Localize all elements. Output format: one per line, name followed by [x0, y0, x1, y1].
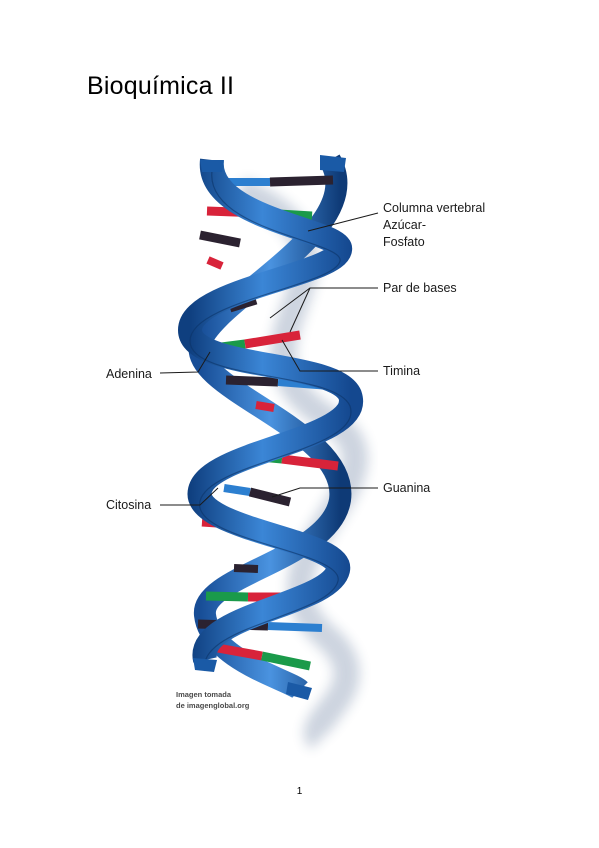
base-pair-1-thymine — [269, 175, 334, 187]
front-strand — [177, 155, 363, 700]
leader-base-pair-2 — [289, 287, 311, 333]
base-pair-15-cytosine — [267, 622, 323, 632]
leader-backbone — [307, 212, 379, 232]
base-pair-10-adenine — [281, 454, 339, 471]
base-pair-11-thymine — [248, 487, 292, 507]
label-thymine: Timina — [383, 364, 420, 378]
base-pair-7-thymine — [225, 375, 279, 387]
figure-labels: Columna vertebral Azúcar- Fosfato Par de… — [106, 201, 485, 512]
label-leaders — [159, 212, 379, 506]
leader-guanine — [271, 487, 378, 498]
base-pair-13-thymine — [233, 564, 259, 573]
label-backbone-line3: Fosfato — [383, 235, 425, 249]
base-pair-14-guanine — [205, 591, 249, 602]
label-backbone-line2: Azúcar- — [383, 218, 426, 232]
label-cytosine: Citosina — [106, 498, 151, 512]
credit-line1: Imagen tomada — [176, 690, 232, 699]
base-pair-3-thymine — [199, 230, 241, 248]
label-base-pair: Par de bases — [383, 281, 457, 295]
base-pair-11-cytosine — [223, 484, 251, 496]
label-backbone-line1: Columna vertebral — [383, 201, 485, 215]
base-pair-16-adenine — [211, 642, 263, 661]
leader-cytosine — [160, 487, 219, 506]
label-adenine: Adenina — [106, 367, 152, 381]
credit-line2: de imagenglobal.org — [176, 701, 250, 710]
label-guanine: Guanina — [383, 481, 430, 495]
page-number: 1 — [296, 786, 303, 797]
base-pair-8-adenine — [255, 401, 275, 412]
leader-adenine — [159, 351, 211, 374]
image-credit: Imagen tomada de imagenglobal.org — [176, 690, 250, 710]
base-pair-4-adenine — [206, 256, 224, 270]
base-pair-6-adenine — [244, 330, 301, 349]
base-pair-16-guanine — [261, 651, 311, 671]
leader-thymine — [281, 339, 378, 372]
page-title: Bioquímica II — [87, 72, 235, 100]
